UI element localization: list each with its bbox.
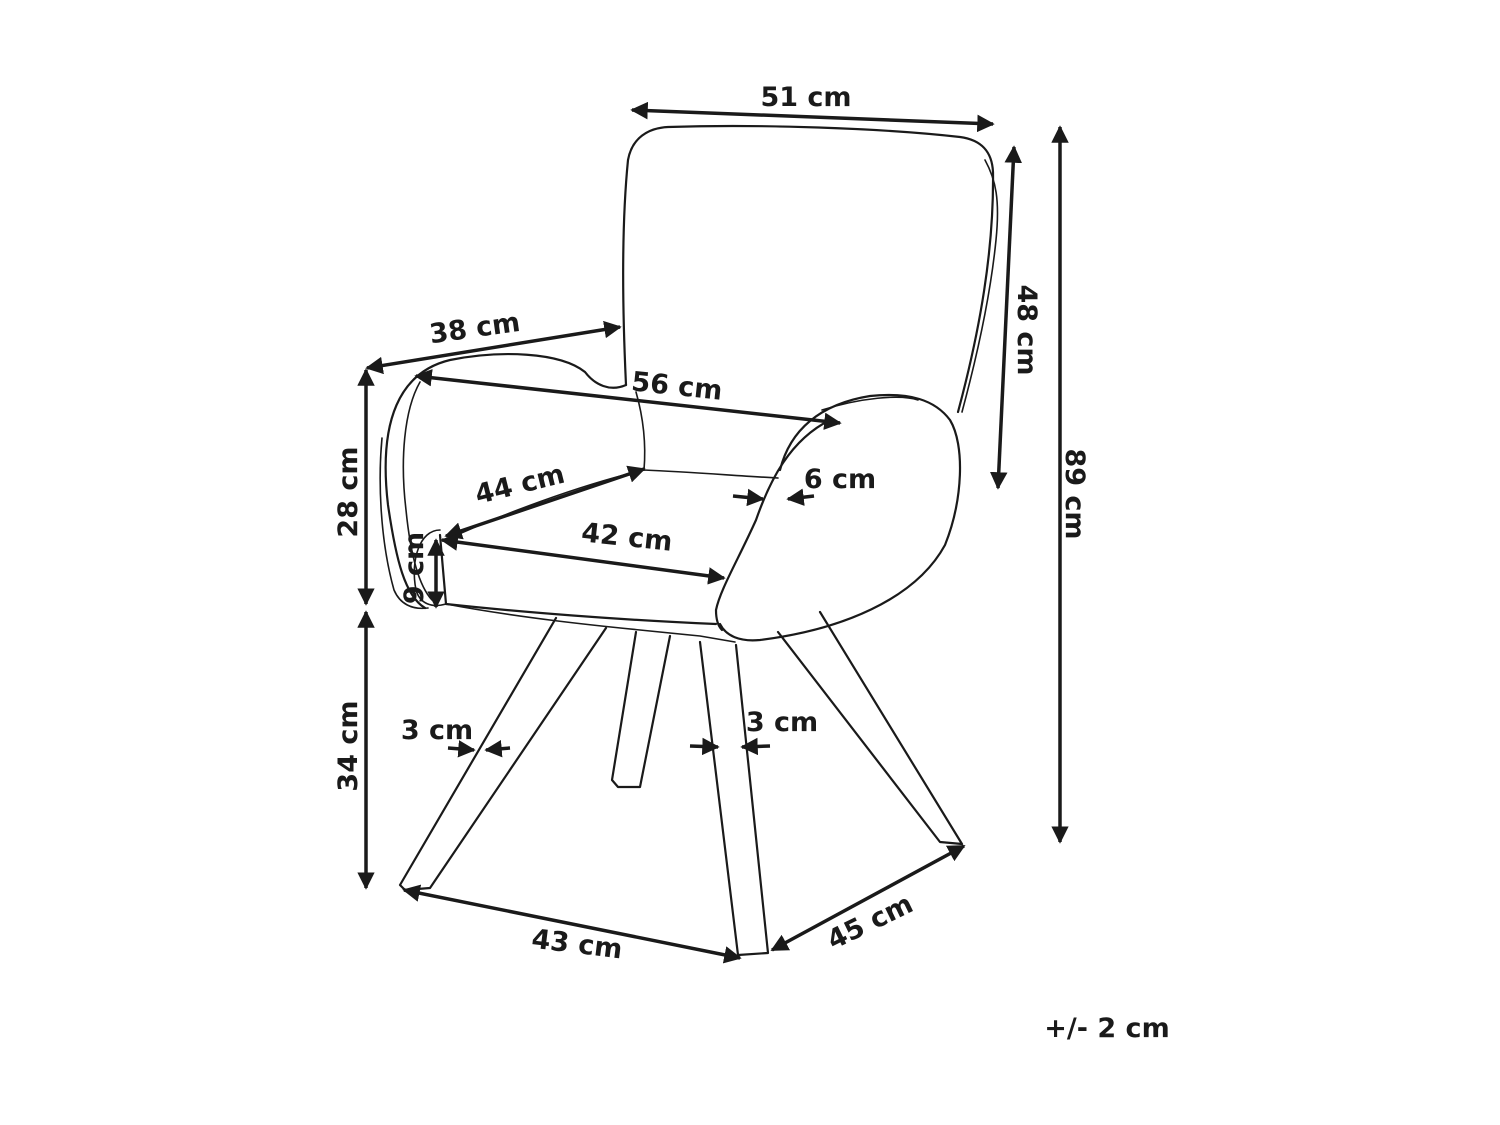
label-total-height: 89 cm xyxy=(1059,448,1090,539)
dim-line-seat-depth xyxy=(444,465,646,540)
leg-back-right xyxy=(776,610,964,846)
label-leg-thickness-right: 3 cm xyxy=(746,707,818,738)
dim-line-seat-width xyxy=(440,533,726,585)
chair-outline xyxy=(379,124,999,957)
label-back-height: 48 cm xyxy=(1011,284,1042,375)
leg-front-right xyxy=(698,640,770,957)
leg-front-left xyxy=(398,616,608,892)
label-base-width: 43 cm xyxy=(530,924,624,966)
label-seat-width: 42 cm xyxy=(580,517,674,557)
label-leg-height: 34 cm xyxy=(333,700,364,791)
dim-line-back-height xyxy=(989,145,1023,490)
right-armrest xyxy=(718,393,962,642)
dim-line-total-width xyxy=(414,369,842,430)
dimension-labels: 51 cm 48 cm 89 cm 38 cm 56 cm 28 cm 44 c… xyxy=(333,82,1090,966)
dim-line-base-depth xyxy=(770,844,966,952)
dim-line-leg-right-b xyxy=(740,737,771,756)
label-leg-thickness-left: 3 cm xyxy=(401,715,473,746)
right-armrest-top xyxy=(821,396,919,411)
seat-front xyxy=(438,533,718,626)
label-armrest-height: 28 cm xyxy=(333,446,364,537)
seat-base xyxy=(445,603,736,643)
dim-line-back-width xyxy=(630,101,995,133)
label-armrest-thickness: 6 cm xyxy=(804,464,876,495)
label-seat-depth: 44 cm xyxy=(472,459,568,511)
dim-line-base-width xyxy=(402,884,742,964)
left-armrest-edge xyxy=(379,437,429,610)
dim-line-armrest-depth xyxy=(365,320,622,375)
dim-line-leg-right-a xyxy=(689,737,720,756)
backrest xyxy=(622,124,995,414)
label-back-width: 51 cm xyxy=(760,82,851,113)
backrest-inner-left xyxy=(635,391,646,471)
dim-line-leg-left-a xyxy=(447,740,476,758)
dim-line-leg-left-b xyxy=(484,739,511,758)
dim-line-armrest-thickness-b xyxy=(786,488,815,506)
label-seat-thickness: 9 cm xyxy=(399,532,430,604)
left-armrest-inner xyxy=(402,381,433,601)
right-armrest-inner xyxy=(714,418,832,632)
tolerance-note: +/- 2 cm xyxy=(1044,1013,1169,1044)
dimension-lines xyxy=(357,101,1069,964)
dim-line-armrest-thickness-a xyxy=(732,488,765,507)
leg-back-center xyxy=(610,630,672,789)
